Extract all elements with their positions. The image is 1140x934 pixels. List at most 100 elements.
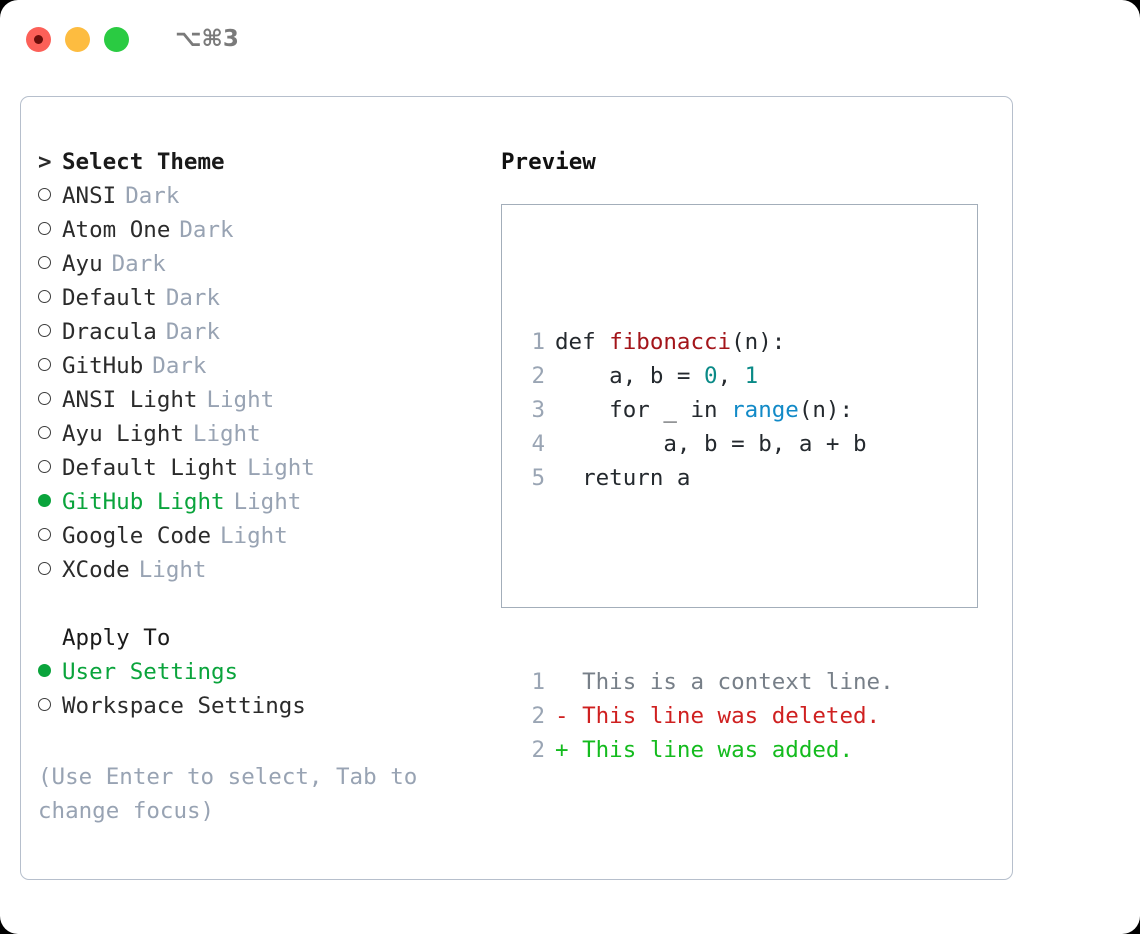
line-number: 1 bbox=[531, 669, 545, 695]
theme-variant-tag: Dark bbox=[165, 319, 221, 345]
apply-to-label: User Settings bbox=[62, 659, 239, 685]
line-number: 1 bbox=[531, 329, 545, 355]
theme-variant-tag: Dark bbox=[111, 251, 166, 277]
diff-lines: 1 This is a context line.2- This line wa… bbox=[519, 665, 894, 767]
line-number: 3 bbox=[531, 397, 545, 423]
theme-variant-tag: Light bbox=[247, 455, 315, 481]
theme-variant-tag: Dark bbox=[152, 353, 207, 379]
prompt-marker-icon: > bbox=[38, 149, 52, 175]
code-line-content: return a bbox=[555, 461, 690, 495]
theme-name-label: GitHub bbox=[62, 353, 144, 379]
list-spacer bbox=[38, 587, 468, 621]
traffic-lights bbox=[26, 26, 129, 52]
theme-list-item[interactable]: Default Dark bbox=[38, 281, 468, 315]
diff-line-content: + This line was added. bbox=[555, 733, 853, 767]
radio-selected-icon bbox=[38, 655, 62, 689]
code-line: 4 a, b = b, a + b bbox=[519, 427, 894, 461]
apply-to-header-label: Apply To bbox=[62, 625, 171, 651]
radio-unselected-icon bbox=[38, 349, 62, 383]
diff-sign: + bbox=[555, 737, 569, 763]
theme-variant-tag: Light bbox=[233, 489, 302, 515]
diff-line-content: This is a context line. bbox=[555, 665, 894, 699]
diff-sign bbox=[555, 669, 569, 695]
code-token: , bbox=[717, 363, 745, 389]
radio-unselected-icon bbox=[38, 315, 62, 349]
close-window-button[interactable] bbox=[26, 26, 51, 52]
code-line: 5 return a bbox=[519, 461, 894, 495]
diff-text: This line was added. bbox=[568, 737, 854, 763]
theme-list-item[interactable]: ANSI Light Light bbox=[38, 383, 468, 417]
theme-list-item[interactable]: Ayu Dark bbox=[38, 247, 468, 281]
code-line-content: a, b = 0, 1 bbox=[555, 359, 758, 393]
theme-name-label: ANSI Light bbox=[62, 387, 198, 413]
apply-to-item[interactable]: User Settings bbox=[38, 655, 468, 689]
radio-unselected-icon bbox=[38, 281, 62, 315]
theme-name-label: Ayu bbox=[62, 251, 103, 277]
theme-name-label: Default Light bbox=[62, 455, 239, 481]
keyboard-shortcut-label: ⌥⌘3 bbox=[175, 26, 239, 52]
theme-name-label: GitHub Light bbox=[62, 489, 225, 515]
theme-name-label: XCode bbox=[62, 557, 130, 583]
theme-name-label: Atom One bbox=[62, 217, 171, 243]
code-line-content: def fibonacci(n): bbox=[555, 325, 785, 359]
titlebar: ⌥⌘3 bbox=[0, 0, 1140, 78]
line-number: 2 bbox=[531, 737, 545, 763]
theme-variant-tag: Dark bbox=[125, 183, 180, 209]
theme-list-item[interactable]: GitHub Dark bbox=[38, 349, 468, 383]
theme-name-label: Google Code bbox=[62, 523, 212, 549]
theme-name-label: Default bbox=[62, 285, 157, 311]
minimize-window-button[interactable] bbox=[65, 26, 90, 52]
apply-to-item[interactable]: Workspace Settings bbox=[38, 689, 468, 723]
radio-unselected-icon bbox=[38, 213, 62, 247]
code-line: 2 a, b = 0, 1 bbox=[519, 359, 894, 393]
line-number: 2 bbox=[531, 363, 545, 389]
apply-to-label: Workspace Settings bbox=[62, 693, 306, 719]
code-token: range bbox=[731, 397, 799, 423]
theme-list-item[interactable]: Default Light Light bbox=[38, 451, 468, 485]
theme-name-label: ANSI bbox=[62, 183, 117, 209]
radio-unselected-icon bbox=[38, 417, 62, 451]
radio-unselected-icon bbox=[38, 689, 62, 723]
code-token: def bbox=[555, 329, 610, 355]
theme-variant-tag: Light bbox=[206, 387, 275, 413]
maximize-window-button[interactable] bbox=[104, 26, 129, 52]
code-token: fibonacci bbox=[609, 329, 732, 355]
radio-unselected-icon bbox=[38, 451, 62, 485]
theme-variant-tag: Dark bbox=[165, 285, 221, 311]
radio-unselected-icon bbox=[38, 553, 62, 587]
diff-text: This is a context line. bbox=[568, 669, 894, 695]
theme-list-item[interactable]: XCode Light bbox=[38, 553, 468, 587]
diff-line: 2 + This line was added. bbox=[519, 733, 894, 767]
theme-list-item[interactable]: Google Code Light bbox=[38, 519, 468, 553]
theme-variant-tag: Light bbox=[220, 523, 288, 549]
code-token: for _ in bbox=[555, 397, 732, 423]
line-number: 5 bbox=[531, 465, 545, 491]
code-line: 3 for _ in range(n): bbox=[519, 393, 894, 427]
diff-line: 1 This is a context line. bbox=[519, 665, 894, 699]
code-token: (n): bbox=[731, 329, 786, 355]
diff-line: 2- This line was deleted. bbox=[519, 699, 894, 733]
theme-list-item[interactable]: ANSI Dark bbox=[38, 179, 468, 213]
theme-list-item[interactable]: GitHub Light Light bbox=[38, 485, 468, 519]
radio-unselected-icon bbox=[38, 383, 62, 417]
theme-variant-tag: Light bbox=[138, 557, 207, 583]
code-token: 0 bbox=[704, 363, 718, 389]
keyboard-hint-text: (Use Enter to select, Tab to change focu… bbox=[38, 764, 418, 824]
theme-picker-header-label: Select Theme bbox=[62, 149, 225, 175]
code-token: a, b = b, a + b bbox=[555, 431, 867, 457]
theme-picker-header: > Select Theme bbox=[38, 145, 468, 179]
diff-text: This line was deleted. bbox=[568, 703, 881, 729]
diff-sign: - bbox=[555, 703, 569, 729]
code-line-content: for _ in range(n): bbox=[555, 393, 853, 427]
